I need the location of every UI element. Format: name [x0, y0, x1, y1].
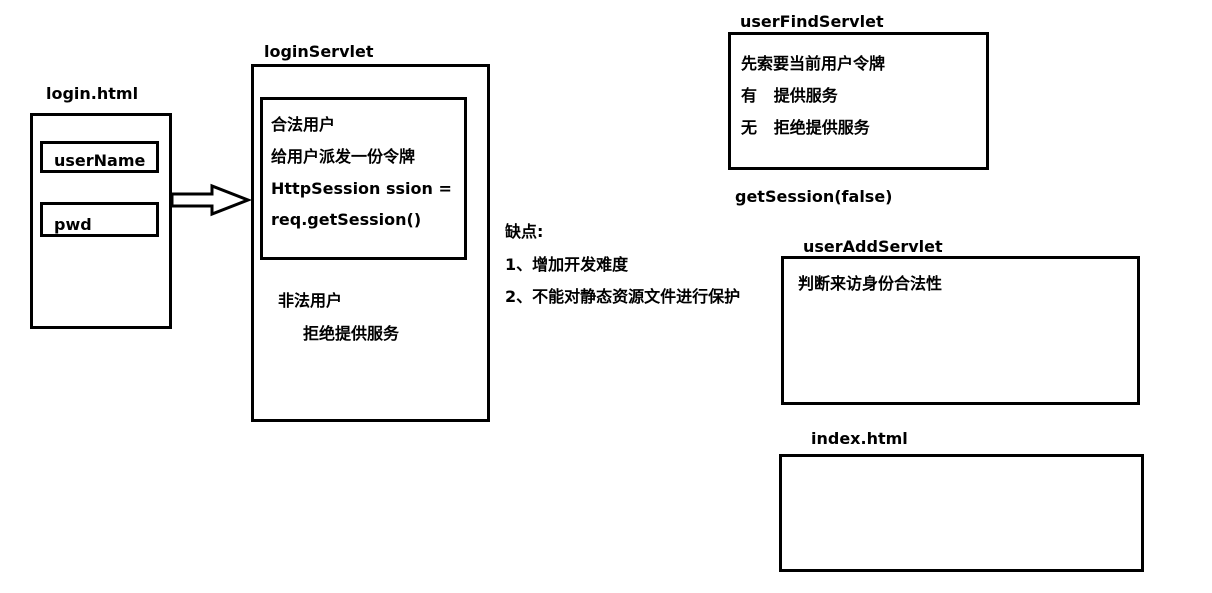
user-add-servlet-box	[781, 256, 1140, 405]
pwd-field-label: pwd	[54, 215, 92, 234]
login-html-box	[30, 113, 172, 329]
drawback-item-2: 2、不能对静态资源文件进行保护	[505, 287, 741, 306]
user-find-servlet-box	[728, 32, 989, 170]
index-html-title: index.html	[811, 429, 908, 448]
user-find-line-2: 有 提供服务	[741, 86, 838, 105]
login-servlet-box	[251, 64, 490, 422]
session-code-line2: req.getSession()	[271, 210, 422, 229]
user-find-line-3: 无 拒绝提供服务	[741, 118, 870, 137]
drawback-item-1: 1、增加开发难度	[505, 255, 629, 274]
username-field-label: userName	[54, 151, 146, 170]
drawbacks-heading: 缺点:	[505, 222, 544, 241]
legal-user-box	[260, 97, 467, 260]
double-arrow-icon	[170, 183, 253, 217]
legal-user-text: 合法用户	[271, 115, 336, 134]
illegal-user-text: 非法用户	[278, 291, 343, 310]
get-session-note: getSession(false)	[735, 187, 893, 206]
refuse-service-text: 拒绝提供服务	[303, 324, 400, 343]
index-html-box	[779, 454, 1144, 572]
user-add-servlet-title: userAddServlet	[803, 237, 943, 256]
session-code-line1: HttpSession ssion =	[271, 179, 452, 198]
user-find-line-1: 先索要当前用户令牌	[741, 54, 886, 73]
user-add-line-1: 判断来访身份合法性	[798, 274, 943, 293]
login-servlet-title: loginServlet	[264, 42, 374, 61]
login-html-title: login.html	[46, 84, 139, 103]
pwd-field-box	[40, 202, 159, 237]
username-field-box	[40, 141, 159, 173]
issue-token-text: 给用户派发一份令牌	[271, 147, 416, 166]
user-find-servlet-title: userFindServlet	[740, 12, 884, 31]
